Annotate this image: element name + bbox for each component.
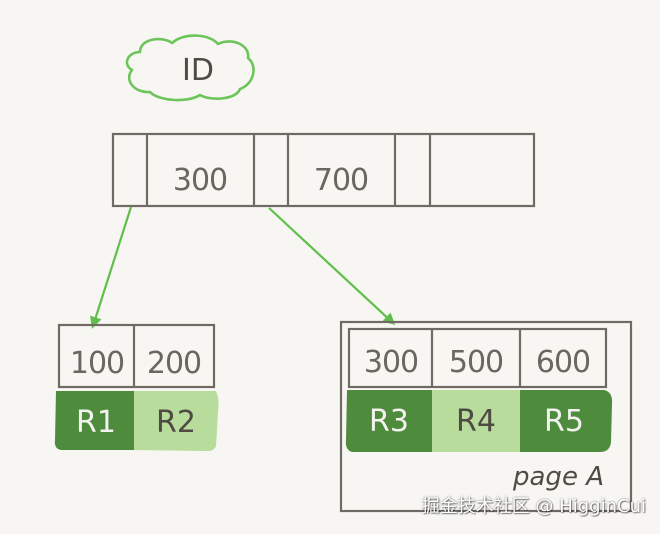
page-a-label: page A [512,462,604,492]
left-leaf-row-r1-bg [54,391,134,450]
left-leaf-node: 100 200 R1 R2 [54,323,219,452]
root-key-300: 300 [173,163,227,198]
right-leaf-key-500: 500 [449,345,503,380]
right-leaf-row-r3-bg [345,390,432,452]
arrow-to-right-leaf [268,207,396,326]
page-a-outline [339,320,633,513]
right-leaf-page: 300 500 600 R3 R4 R5 page A [339,320,633,513]
root-key-700: 700 [314,163,368,198]
root-label-text: ID [182,53,214,88]
right-leaf-row-r4-bg [432,390,520,452]
root-label-cloud: ID [125,34,255,102]
right-leaf-row-r5: R5 [544,404,584,439]
right-leaf-key-300: 300 [364,345,418,380]
right-leaf-key-box [347,327,608,389]
left-leaf-key-100: 100 [70,346,124,381]
left-leaf-row-r2-bg [134,391,219,452]
right-leaf-row-r4: R4 [456,404,496,439]
watermark: 掘金技术社区 @ HigginCui [421,496,646,517]
cloud-shape [125,34,255,102]
left-leaf-row-r2: R2 [156,405,196,440]
left-leaf-row-r1: R1 [76,405,116,440]
left-leaf-key-200: 200 [147,346,201,381]
right-leaf-key-600: 600 [536,345,590,380]
root-node-box [111,132,536,208]
root-node: 300 700 [111,132,536,208]
right-leaf-row-r3: R3 [369,404,409,439]
arrow-to-left-leaf [90,206,133,329]
left-leaf-key-box [57,323,216,389]
right-leaf-row-r5-bg [520,390,613,452]
